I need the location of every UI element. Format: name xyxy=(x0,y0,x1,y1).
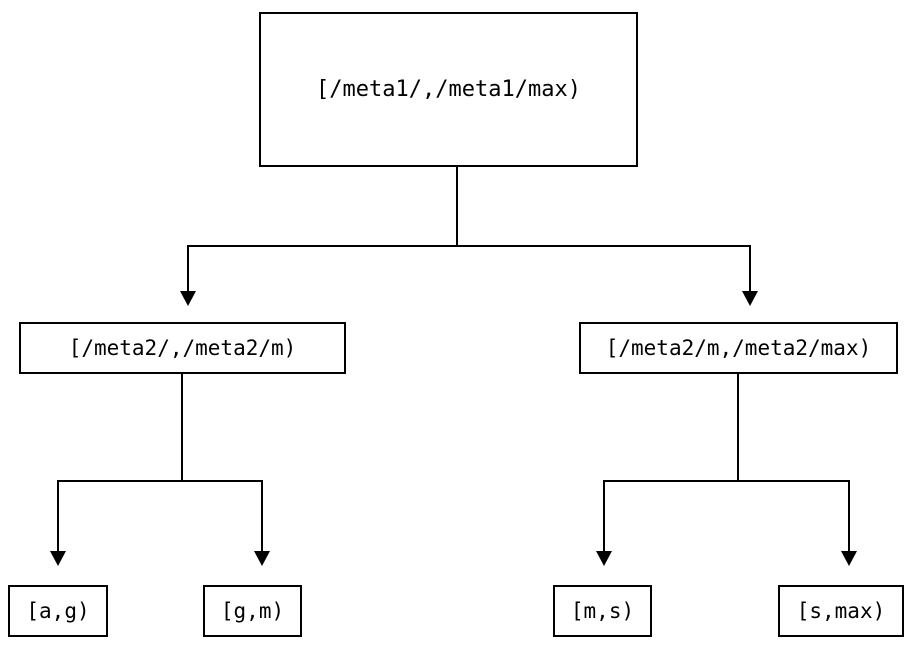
arrowhead-down-icon-leaf-4 xyxy=(841,551,857,566)
arrowhead-down-icon-mid-left xyxy=(180,291,196,306)
edge-mid-left-to-leaf-1 xyxy=(57,480,59,555)
tree-node-mid-left-label: [/meta2/,/meta2/m) xyxy=(68,336,297,360)
tree-node-leaf-3-label: [m,s) xyxy=(570,599,635,623)
tree-node-mid-right[interactable]: [/meta2/m,/meta2/max) xyxy=(579,322,898,374)
arrowhead-down-icon-leaf-2 xyxy=(254,551,270,566)
arrowhead-down-icon-leaf-1 xyxy=(50,551,66,566)
edge-root-to-mid-right xyxy=(749,245,751,295)
edge-root-horizontal-bar xyxy=(187,245,751,247)
edge-mid-left-to-leaf-2 xyxy=(261,480,263,555)
tree-node-mid-right-label: [/meta2/m,/meta2/max) xyxy=(605,336,872,360)
tree-node-leaf-2-label: [g,m) xyxy=(220,599,285,623)
edge-mid-left-stem xyxy=(181,374,183,480)
tree-node-leaf-3[interactable]: [m,s) xyxy=(553,585,652,637)
edge-mid-right-to-leaf-4 xyxy=(848,480,850,555)
edge-root-stem xyxy=(456,167,458,245)
tree-node-mid-left[interactable]: [/meta2/,/meta2/m) xyxy=(19,322,346,374)
arrowhead-down-icon-mid-right xyxy=(742,291,758,306)
tree-node-leaf-2[interactable]: [g,m) xyxy=(203,585,302,637)
tree-node-leaf-1-label: [a,g) xyxy=(26,599,90,623)
edge-mid-left-horizontal-bar xyxy=(57,480,263,482)
tree-node-root-label: [/meta1/,/meta1/max) xyxy=(316,77,581,102)
edge-mid-right-horizontal-bar xyxy=(603,480,850,482)
arrowhead-down-icon-leaf-3 xyxy=(596,551,612,566)
tree-node-leaf-4-label: [s,max) xyxy=(796,599,886,623)
tree-node-root[interactable]: [/meta1/,/meta1/max) xyxy=(259,12,638,167)
edge-mid-right-stem xyxy=(737,374,739,480)
tree-node-leaf-4[interactable]: [s,max) xyxy=(778,585,904,637)
edge-root-to-mid-left xyxy=(187,245,189,295)
tree-node-leaf-1[interactable]: [a,g) xyxy=(8,585,108,637)
edge-mid-right-to-leaf-3 xyxy=(603,480,605,555)
